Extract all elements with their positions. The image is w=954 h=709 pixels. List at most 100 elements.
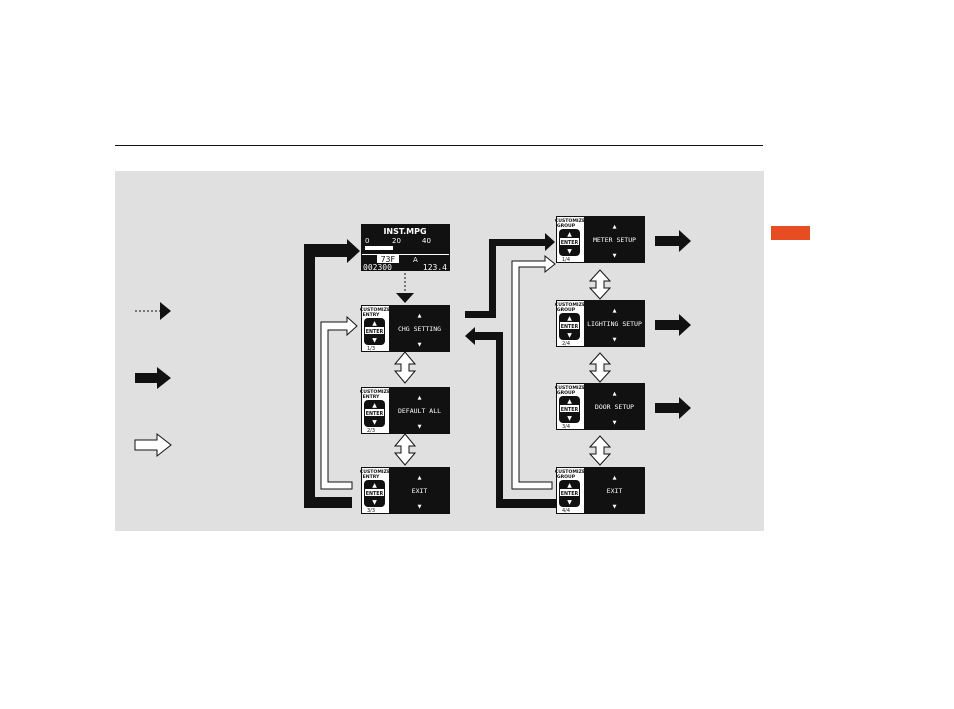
group-updown-arrow-3 [588, 435, 612, 466]
group-exit-black-arrow [496, 499, 556, 508]
up-key-icon: ▲ [567, 482, 572, 489]
exit-to-chg-arrow [320, 315, 358, 490]
svg-text:002300: 002300 [363, 263, 392, 272]
enter-key-label: ENTER [366, 411, 384, 417]
scroll-down-icon: ▼ [613, 253, 617, 259]
enter-key-label: ENTER [561, 324, 579, 330]
menu-item-label: DEFAULT ALL [398, 407, 441, 415]
up-key-icon: ▲ [372, 320, 377, 327]
menu-header-line2: GROUP [557, 390, 576, 396]
scroll-up-icon: ▲ [418, 313, 422, 319]
up-key-icon: ▲ [372, 482, 377, 489]
menu-header-line1: CUSTOMIZE [555, 385, 585, 391]
header-rule [115, 145, 763, 146]
menu-flow-diagram: INST.MPG 0 20 40 73F A 002300 123.4 CUST… [134, 216, 691, 514]
menu-item-label: LIGHTING SETUP [587, 320, 642, 328]
menu-header-line2: GROUP [557, 223, 576, 229]
svg-text:20: 20 [392, 237, 401, 245]
svg-text:73F: 73F [381, 255, 396, 264]
menu-page-number: 1/4 [562, 257, 570, 263]
menu-header-line2: ENTRY [363, 312, 380, 318]
menu-item-label: EXIT [412, 487, 428, 495]
black-arrow-icon [135, 367, 171, 389]
enter-key-label: ENTER [561, 240, 579, 246]
menu-header-line1: CUSTOMIZE [360, 469, 390, 475]
menu-header-line1: CUSTOMIZE [555, 218, 585, 224]
group-exit-to-meter-arrow [511, 254, 556, 490]
menu-item-label: METER SETUP [593, 236, 636, 244]
scroll-up-icon: ▲ [613, 391, 617, 397]
enter-key-label: ENTER [561, 407, 579, 413]
group-updown-arrow-1 [588, 269, 612, 300]
menu-header-line2: GROUP [557, 307, 576, 313]
svg-text:A: A [413, 256, 418, 264]
scroll-down-icon: ▼ [613, 337, 617, 343]
menu-item-label: EXIT [607, 487, 623, 495]
down-key-icon: ▼ [567, 332, 572, 339]
menu-page-number: 4/4 [562, 508, 570, 514]
menu-header-line2: ENTRY [363, 394, 380, 400]
scroll-up-icon: ▲ [613, 308, 617, 314]
menu-header-line1: CUSTOMIZE [360, 389, 390, 395]
menu-header-line1: CUSTOMIZE [360, 307, 390, 313]
back-to-entry-arrow [465, 327, 507, 506]
up-key-icon: ▲ [567, 315, 572, 322]
down-key-icon: ▼ [567, 248, 572, 255]
enter-key-label: ENTER [561, 491, 579, 497]
exit-to-display-arrow [304, 239, 360, 508]
menu-item-label: DOOR SETUP [595, 403, 634, 411]
enter-group-arrow [465, 233, 555, 318]
scroll-down-icon: ▼ [613, 420, 617, 426]
entry-updown-arrow-1 [393, 351, 417, 384]
scroll-down-icon: ▼ [613, 504, 617, 510]
menu-page-number: 2/4 [562, 341, 570, 347]
menu-header-line1: CUSTOMIZE [555, 302, 585, 308]
down-key-icon: ▼ [567, 415, 572, 422]
menu-page-number: 3/3 [367, 508, 375, 514]
group-updown-arrow-2 [588, 352, 612, 383]
svg-text:123.4: 123.4 [423, 263, 447, 272]
svg-text:INST.MPG: INST.MPG [383, 227, 426, 236]
down-key-icon: ▼ [372, 337, 377, 344]
section-tab [771, 226, 810, 240]
menu-item-label: CHG SETTING [398, 325, 441, 333]
scroll-down-icon: ▼ [418, 424, 422, 430]
enter-key-label: ENTER [366, 491, 384, 497]
menu-page-number: 1/3 [367, 346, 375, 352]
display-to-entry-arrow [396, 273, 414, 303]
up-key-icon: ▲ [372, 402, 377, 409]
scroll-up-icon: ▲ [613, 224, 617, 230]
up-key-icon: ▲ [567, 398, 572, 405]
down-key-icon: ▼ [372, 499, 377, 506]
entry-updown-arrow-2 [393, 433, 417, 466]
menu-page-number: 2/3 [367, 428, 375, 434]
down-key-icon: ▼ [567, 499, 572, 506]
svg-text:40: 40 [422, 237, 431, 245]
scroll-down-icon: ▼ [418, 342, 422, 348]
scroll-up-icon: ▲ [418, 475, 422, 481]
svg-text:0: 0 [365, 237, 369, 245]
menu-page-number: 3/4 [562, 424, 570, 430]
down-key-icon: ▼ [372, 419, 377, 426]
menu-header-line2: ENTRY [363, 474, 380, 480]
white-arrow-icon [134, 432, 172, 458]
menu-header-line2: GROUP [557, 474, 576, 480]
dotted-arrow-icon [135, 302, 171, 320]
odometer-display: INST.MPG 0 20 40 73F A 002300 123.4 [361, 224, 450, 272]
scroll-down-icon: ▼ [418, 504, 422, 510]
up-key-icon: ▲ [567, 231, 572, 238]
scroll-up-icon: ▲ [613, 475, 617, 481]
meter-setup-out-arrow [655, 230, 691, 252]
scroll-up-icon: ▲ [418, 395, 422, 401]
door-setup-out-arrow [655, 397, 691, 419]
lighting-setup-out-arrow [655, 314, 691, 336]
enter-key-label: ENTER [366, 329, 384, 335]
menu-header-line1: CUSTOMIZE [555, 469, 585, 475]
